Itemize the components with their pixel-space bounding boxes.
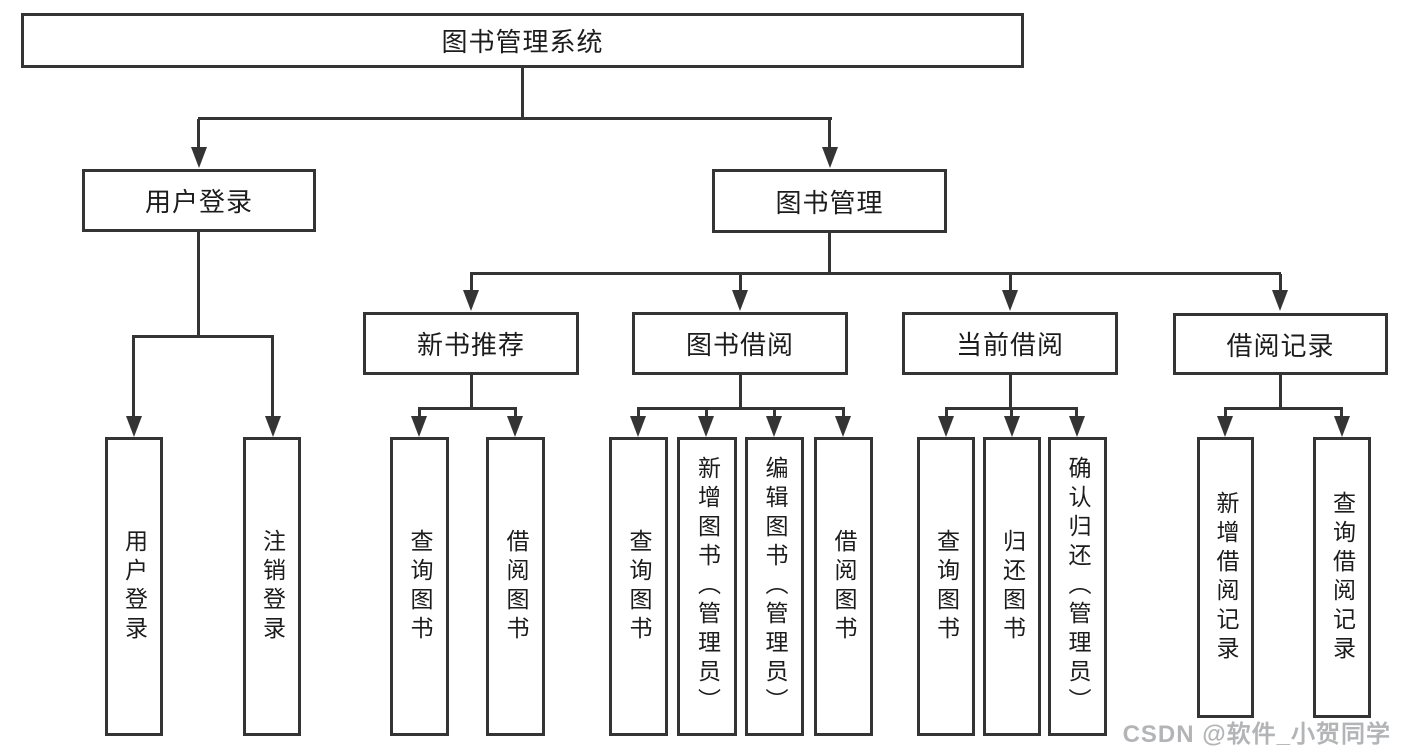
node-current-borrowing: 当前借阅 [902, 312, 1118, 375]
connector-line [514, 409, 517, 419]
connector-line [198, 117, 832, 120]
connector-line [1009, 375, 1012, 409]
leaf-current-return-books-label: 归还图书 [999, 528, 1026, 645]
connector-line [1009, 274, 1012, 292]
connector-line [197, 232, 200, 337]
connector-line [521, 68, 524, 120]
connector-line [1010, 409, 1013, 419]
arrow-down-icon [1217, 416, 1233, 437]
arrow-down-icon [411, 416, 427, 437]
node-new-book-recommend: 新书推荐 [363, 312, 579, 375]
connector-line [470, 375, 473, 409]
leaf-borrowing-edit-books-admin: 编辑图书（管理员） [745, 437, 804, 736]
connector-line [637, 407, 845, 410]
leaf-borrowing-query-books-label: 查询图书 [626, 528, 652, 645]
csdn-watermark: CSDN @软件_小贺同学 [1122, 721, 1391, 747]
node-root-label: 图书管理系统 [441, 27, 604, 57]
connector-line [1224, 409, 1227, 419]
connector-line [1075, 409, 1078, 419]
node-current-borrowing-label: 当前借阅 [955, 330, 1064, 360]
leaf-borrowing-borrow-books-label: 借阅图书 [831, 528, 857, 645]
arrow-down-icon [1002, 290, 1018, 311]
arrow-down-icon [463, 290, 479, 311]
connector-line [828, 233, 831, 274]
node-book-management-label: 图书管理 [775, 187, 884, 218]
leaf-recommend-borrow-books-label: 借阅图书 [503, 528, 529, 645]
leaf-recommend-borrow-books: 借阅图书 [486, 437, 545, 736]
leaf-borrowing-borrow-books: 借阅图书 [814, 437, 873, 736]
leaf-borrowing-edit-books-admin-label: 编辑图书（管理员） [762, 456, 788, 717]
connector-line [418, 407, 517, 410]
arrow-down-icon [822, 147, 838, 168]
connector-line [418, 409, 421, 419]
leaf-current-query-books-label: 查询图书 [933, 528, 960, 645]
connector-line [470, 272, 1281, 275]
leaf-logout: 注销登录 [243, 437, 301, 736]
connector-line [132, 335, 274, 338]
connector-line [637, 409, 640, 419]
connector-line [1279, 375, 1282, 409]
node-borrowing-records: 借阅记录 [1173, 313, 1388, 375]
leaf-logout-label: 注销登录 [259, 528, 286, 645]
connector-line [828, 119, 831, 148]
arrow-down-icon [938, 416, 954, 437]
arrow-down-icon [191, 147, 207, 168]
node-book-management: 图书管理 [712, 169, 947, 233]
connector-line [739, 274, 742, 292]
leaf-borrowing-add-books-admin-label: 新增图书（管理员） [694, 456, 721, 717]
leaf-user-login-label: 用户登录 [121, 528, 148, 645]
leaf-current-confirm-return-admin-label: 确认归还（管理员） [1065, 456, 1091, 717]
connector-line [739, 375, 742, 409]
connector-line [773, 409, 776, 419]
node-new-book-recommend-label: 新书推荐 [416, 330, 525, 360]
connector-line [842, 409, 845, 419]
leaf-records-query-record: 查询借阅记录 [1313, 437, 1371, 718]
leaf-borrowing-query-books: 查询图书 [609, 437, 668, 736]
leaf-borrowing-add-books-admin: 新增图书（管理员） [677, 437, 737, 736]
arrow-down-icon [835, 416, 851, 437]
node-borrowing-records-label: 借阅记录 [1226, 330, 1335, 361]
arrow-down-icon [1069, 416, 1085, 437]
connector-line [271, 337, 274, 417]
arrow-down-icon [507, 416, 523, 437]
connector-line [945, 407, 1078, 410]
leaf-current-return-books: 归还图书 [983, 437, 1041, 736]
connector-line [705, 409, 708, 419]
arrow-down-icon [630, 416, 646, 437]
leaf-current-query-books: 查询图书 [917, 437, 975, 736]
node-book-borrowing-label: 图书借阅 [685, 330, 794, 360]
leaf-recommend-query-books-label: 查询图书 [407, 528, 433, 645]
node-book-borrowing: 图书借阅 [632, 312, 848, 375]
arrow-down-icon [1004, 416, 1020, 437]
connector-line [470, 274, 473, 292]
connector-line [197, 119, 200, 148]
leaf-records-add-record: 新增借阅记录 [1197, 437, 1254, 718]
arrow-down-icon [126, 416, 142, 437]
connector-line [1340, 409, 1343, 419]
arrow-down-icon [766, 416, 782, 437]
connector-line [132, 337, 135, 417]
arrow-down-icon [698, 416, 714, 437]
node-root: 图书管理系统 [21, 13, 1024, 68]
arrow-down-icon [1272, 290, 1288, 311]
leaf-records-query-record-label: 查询借阅记录 [1329, 490, 1356, 665]
connector-line [1224, 407, 1343, 410]
node-user-login: 用户登录 [82, 169, 316, 232]
arrow-down-icon [1334, 416, 1350, 437]
arrow-down-icon [265, 416, 281, 437]
leaf-user-login: 用户登录 [105, 437, 163, 736]
leaf-records-add-record-label: 新增借阅记录 [1213, 490, 1239, 665]
leaf-recommend-query-books: 查询图书 [390, 437, 449, 736]
node-user-login-label: 用户登录 [144, 187, 253, 217]
connector-line [1279, 274, 1282, 292]
connector-line [945, 409, 948, 419]
arrow-down-icon [732, 290, 748, 311]
leaf-current-confirm-return-admin: 确认归还（管理员） [1048, 437, 1107, 736]
